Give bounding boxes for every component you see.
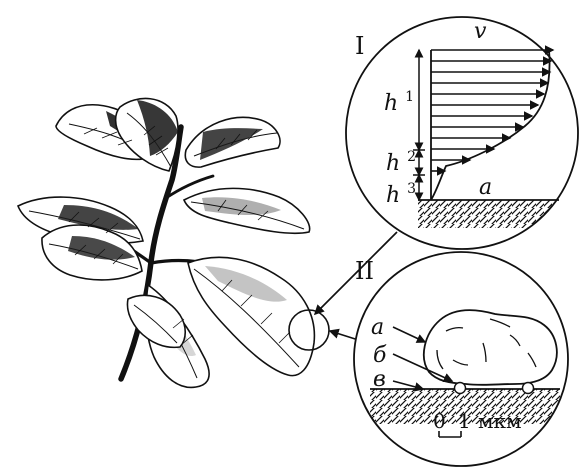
leaf-middle-right bbox=[184, 188, 310, 233]
scale-bar-start-label: 0 bbox=[433, 409, 446, 433]
leaf-lower-right bbox=[188, 257, 314, 375]
scale-bar-unit-label: мкм bbox=[478, 409, 522, 433]
callout-b: б bbox=[373, 343, 387, 368]
height-label-1-sup: 1 bbox=[405, 89, 414, 105]
panel-bottom-particle: II а б в 0 1 мкм bbox=[354, 252, 568, 466]
height-label-3-sup: 3 bbox=[407, 181, 416, 197]
height-label-3-base: h bbox=[386, 183, 400, 208]
panel-top-velocity-profile: I v a h 1 h 2 h 3 bbox=[346, 17, 578, 249]
height-label-2-sup: 2 bbox=[407, 149, 416, 165]
plant-branch bbox=[18, 98, 314, 387]
leaf-top-right bbox=[185, 117, 280, 167]
callout-a: а bbox=[371, 315, 384, 340]
panel-top-label: I bbox=[355, 32, 364, 60]
surface-label-top: a bbox=[479, 175, 492, 200]
callout-c: в bbox=[373, 367, 386, 392]
height-label-1-base: h bbox=[384, 91, 398, 116]
scale-bar-end-label: 1 bbox=[458, 409, 471, 433]
height-label-2-base: h bbox=[386, 151, 400, 176]
velocity-label: v bbox=[474, 19, 487, 44]
leaf-top-center bbox=[116, 98, 178, 171]
panel-bottom-label: II bbox=[355, 257, 374, 285]
particle-shape bbox=[424, 310, 557, 385]
